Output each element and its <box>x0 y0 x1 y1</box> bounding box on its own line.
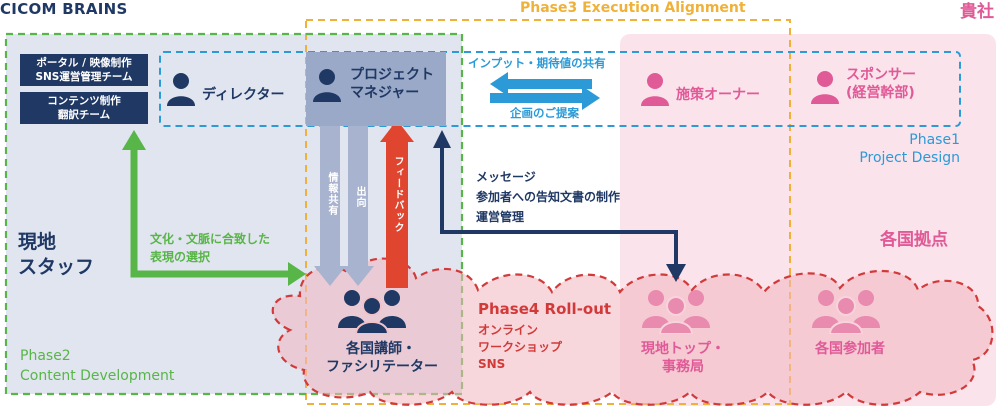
dispatch-arrow-head <box>342 266 374 286</box>
local-staff-label: 現地 スタッフ <box>18 231 95 278</box>
participants-label: 各国参加者 <box>815 341 885 357</box>
phase1-frame <box>159 51 961 127</box>
phase3-label: Phase3 Execution Alignment <box>520 0 746 16</box>
input-arrow-head <box>490 72 508 96</box>
client-label: 貴社 <box>960 2 994 22</box>
site-top-group-icon <box>642 290 710 334</box>
culture-note: 文化・文脈に合致した 表現の選択 <box>150 232 271 264</box>
dispatch-arrow-shaft <box>348 126 368 268</box>
director-person-icon <box>167 73 195 106</box>
phase2-frame <box>4 32 464 396</box>
pm-person-icon <box>313 69 341 102</box>
feedback-arrow-shaft <box>386 140 408 288</box>
participants-group-icon <box>812 290 880 334</box>
phase4-cloud <box>271 257 994 406</box>
message-arrow-head-up <box>433 130 451 148</box>
input-arrow-shaft <box>506 79 592 89</box>
pm-label: プロジェクト マネジャー <box>350 67 434 102</box>
brand-logo: CICOM BRAINS <box>0 0 128 18</box>
info-share-label: 情報共有 <box>326 172 337 216</box>
site-top-label: 現地トップ・ 事務局 <box>641 341 725 376</box>
plan-arrow-head <box>582 86 600 110</box>
message-arrow-line <box>440 146 678 266</box>
phase2-label: Phase2 Content Development <box>20 348 175 385</box>
portal-sns-team-box: ポータル / 映像制作 SNS運営管理チーム <box>20 54 148 86</box>
channels-list: オンライン ワークショップ SNS <box>478 323 563 371</box>
director-label: ディレクター <box>202 87 285 103</box>
plan-proposal-label: 企画のご提案 <box>510 106 579 120</box>
instructors-label: 各国講師・ ファシリテーター <box>326 341 438 376</box>
culture-arrow-head-up <box>122 130 146 150</box>
message-arrow-head-down <box>666 264 686 282</box>
instructors-group-icon <box>338 290 406 334</box>
bases-label: 各国拠点 <box>880 230 948 250</box>
info-share-arrow-shaft <box>320 126 340 268</box>
phase1-label: Phase1 Project Design <box>859 132 960 166</box>
culture-arrow-line <box>130 146 290 278</box>
dispatch-label: 出向 <box>354 186 365 208</box>
owner-person-icon <box>641 73 669 106</box>
sponsor-person-icon <box>811 71 839 104</box>
phase4-label: Phase4 Roll-out <box>478 300 612 318</box>
pm-box <box>306 52 446 126</box>
input-share-label: インプット・期待値の共有 <box>468 56 606 70</box>
phase3-frame <box>305 19 791 405</box>
content-team-box: コンテンツ制作 翻訳チーム <box>20 92 148 124</box>
sponsor-label: スポンサー (経営幹部) <box>846 67 916 102</box>
plan-arrow-shaft <box>490 93 584 103</box>
culture-arrow-head-right <box>288 262 306 286</box>
feedback-label: フィードバック <box>392 156 403 233</box>
feedback-arrow-head <box>380 120 414 142</box>
message-items: メッセージ 参加者への告知文書の制作 運営管理 <box>476 170 621 224</box>
owner-label: 施策オーナー <box>676 87 760 103</box>
info-share-arrow-head <box>314 266 346 286</box>
